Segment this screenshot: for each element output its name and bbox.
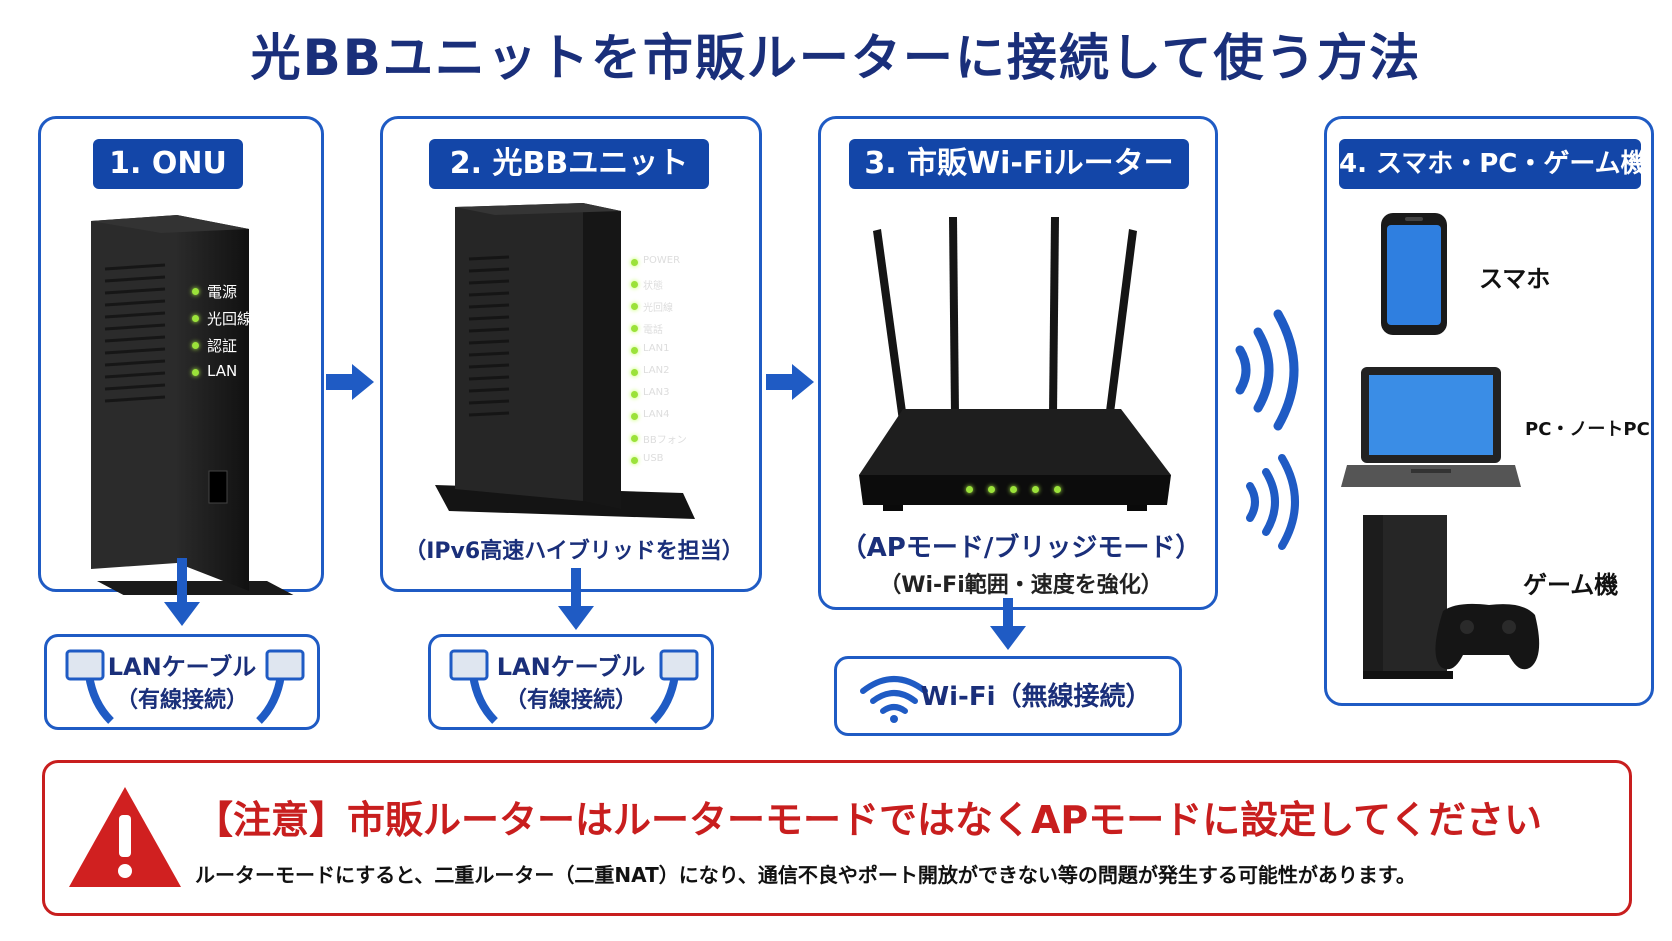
- led-indicator: [631, 391, 638, 398]
- led-label: LAN4: [643, 409, 670, 420]
- led-label: USB: [643, 453, 664, 464]
- lan-cable-icon: [256, 649, 305, 724]
- led-label: BBフォン: [643, 435, 687, 446]
- wifi-signal-icon: [1235, 309, 1299, 550]
- connection-label: Wi-Fi（無線接続）: [920, 682, 1152, 712]
- lan-cable-icon: [650, 649, 699, 724]
- warning-box: 【注意】市販ルーターはルーターモードではなくAPモードに設定してください ルータ…: [42, 760, 1632, 916]
- connection-lan-1: LANケーブル （有線接続）: [44, 634, 320, 730]
- led-label: LAN2: [643, 365, 670, 376]
- arrow-down-icon: [164, 558, 200, 626]
- panel-wifi-router: 3. 市販Wi-Fiルーター （APモード/ブリッジモード） （Wi-Fi範囲・…: [818, 116, 1218, 610]
- led-indicator: [192, 342, 199, 349]
- led-indicator: [192, 315, 199, 322]
- wifi-router-caption: （APモード/ブリッジモード）: [840, 533, 1202, 563]
- arrow-down-icon: [990, 598, 1026, 650]
- onu-device-icon: [91, 215, 294, 595]
- led-label: 状態: [643, 281, 663, 292]
- connection-label: LANケーブル: [496, 653, 646, 681]
- led-indicator: [631, 435, 638, 442]
- arrow-right-icon: [766, 364, 814, 400]
- led-indicator: [631, 259, 638, 266]
- led-indicator: [192, 369, 199, 376]
- badge-wifi-router: 3. 市販Wi-Fiルーター: [849, 139, 1189, 189]
- badge-bb-unit: 2. 光BBユニット: [429, 139, 709, 189]
- warning-body: ルーターモードにすると、二重ルーター（二重NAT）になり、通信不良やポート開放が…: [195, 863, 1416, 887]
- led-indicator: [988, 486, 995, 493]
- page-title: 光BBユニットを市販ルーターに接続して使う方法: [250, 29, 1422, 87]
- led-indicator: [966, 486, 973, 493]
- led-indicator: [631, 303, 638, 310]
- panel-onu: 1. ONU 電源 光回線 認証 LAN: [38, 116, 324, 595]
- arrow-down-icon: [558, 568, 594, 630]
- led-indicator: [631, 347, 638, 354]
- led-indicator: [192, 288, 199, 295]
- led-label: 電話: [643, 325, 663, 336]
- bb-unit-device-icon: [435, 203, 695, 519]
- badge-devices: 4. スマホ・PC・ゲーム機: [1339, 139, 1647, 189]
- led-label: 認証: [207, 337, 238, 355]
- led-label: LAN: [207, 362, 238, 380]
- badge-onu: 1. ONU: [93, 139, 243, 189]
- connection-wifi: Wi-Fi（無線接続）: [834, 656, 1182, 736]
- panel-bb-unit: 2. 光BBユニット POWER 状態 光回線 電話 LAN1 LAN2 LAN…: [380, 116, 762, 592]
- led-label: LAN1: [643, 343, 670, 354]
- panel-devices: 4. スマホ・PC・ゲーム機 スマホ PC・ノートPC ゲーム機: [1324, 116, 1654, 706]
- led-label: 光回線: [643, 303, 673, 314]
- lan-cable-icon: [65, 649, 114, 724]
- device-label-game-console: ゲーム機: [1523, 571, 1619, 599]
- lan-cable-icon: [449, 649, 498, 724]
- led-indicator: [631, 413, 638, 420]
- game-console-icon: [1363, 515, 1540, 679]
- led-indicator: [631, 281, 638, 288]
- wifi-router-subcaption: （Wi-Fi範囲・速度を強化）: [879, 573, 1163, 598]
- arrow-right-icon: [326, 364, 374, 400]
- smartphone-icon: [1381, 213, 1447, 335]
- connection-sublabel: （有線接続）: [115, 688, 248, 713]
- bb-unit-led-column: POWER 状態 光回線 電話 LAN1 LAN2 LAN3 LAN4 BBフォ…: [631, 255, 687, 495]
- warning-icon: [69, 787, 181, 887]
- led-label: 電源: [207, 283, 238, 301]
- led-indicator: [631, 369, 638, 376]
- bb-unit-caption: （IPv6高速ハイブリッドを担当）: [404, 539, 744, 564]
- connection-label: LANケーブル: [107, 653, 257, 681]
- connection-lan-2: LANケーブル （有線接続）: [428, 634, 714, 730]
- led-indicator: [1032, 486, 1039, 493]
- led-indicator: [631, 457, 638, 464]
- led-indicator: [631, 325, 638, 332]
- led-label: 光回線: [207, 310, 253, 328]
- led-label: POWER: [643, 255, 681, 266]
- led-indicator: [1054, 486, 1061, 493]
- warning-title: 【注意】市販ルーターはルーターモードではなくAPモードに設定してください: [195, 798, 1542, 842]
- device-label-smartphone: スマホ: [1479, 265, 1551, 293]
- device-label-pc: PC・ノートPC: [1525, 419, 1650, 440]
- led-indicator: [1010, 486, 1017, 493]
- laptop-icon: [1341, 367, 1521, 487]
- connection-sublabel: （有線接続）: [504, 688, 637, 713]
- led-label: LAN3: [643, 387, 670, 398]
- wifi-icon: [860, 676, 928, 723]
